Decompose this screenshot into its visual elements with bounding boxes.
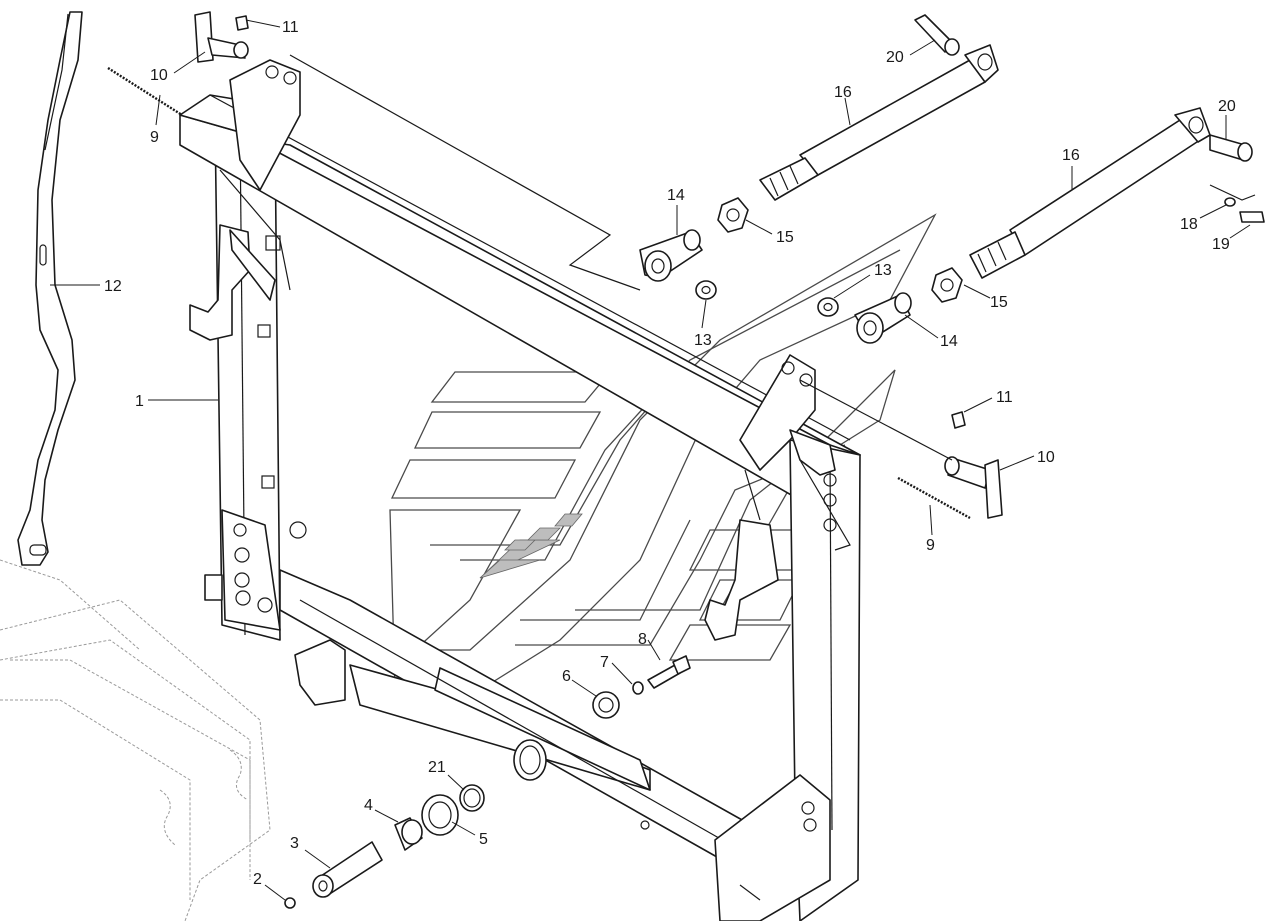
washer-part-18: [1224, 197, 1236, 207]
callout-19: 19: [1212, 236, 1230, 253]
bent-arm-part-12: [17, 11, 83, 566]
washer-part-13-upper: [695, 280, 717, 300]
callout-11: 11: [996, 389, 1013, 406]
callout-16: 16: [834, 84, 852, 101]
bushing-part-6: [592, 691, 620, 719]
callout-2: 2: [253, 871, 262, 888]
washer-part-7: [632, 681, 644, 695]
callout-9: 9: [926, 537, 935, 554]
callout-1: 1: [135, 393, 144, 410]
nut-part-15-upper: [717, 197, 749, 233]
rod-end-part-14-lower: [854, 292, 912, 344]
chain-part-9-right: [897, 476, 971, 520]
callout-labels: 11 10 9 12 1 20 16 14 15 13 20 16 18 19 …: [104, 19, 1236, 888]
washer-part-13-lower: [817, 297, 839, 317]
callout-14: 14: [940, 333, 958, 350]
callout-15: 15: [990, 294, 1008, 311]
ghost-loader-outline: [0, 559, 271, 921]
callout-9: 9: [150, 129, 159, 146]
chain-part-9-left: [107, 66, 183, 117]
bearing-part-5: [421, 794, 459, 836]
screw-part-2: [284, 897, 296, 909]
lower-link-part-16: [969, 107, 1253, 279]
reference-outline: [289, 54, 641, 291]
bolt-part-19: [1209, 184, 1265, 223]
upper-link-part-16: [759, 14, 999, 201]
main-frame-part-1: [179, 59, 861, 921]
callout-15: 15: [776, 229, 794, 246]
nut-part-15-lower: [931, 267, 963, 303]
callout-13: 13: [874, 262, 892, 279]
callout-16: 16: [1062, 147, 1080, 164]
leader-lines: [50, 19, 1251, 901]
callout-13: 13: [694, 332, 712, 349]
bolt-part-8: [647, 655, 691, 689]
sleeve-part-4: [394, 817, 423, 851]
callout-7: 7: [600, 654, 609, 671]
callout-6: 6: [562, 668, 571, 685]
right-pin-assembly: [799, 379, 1003, 519]
callout-18: 18: [1180, 216, 1198, 233]
callout-4: 4: [364, 797, 373, 814]
callout-12: 12: [104, 278, 122, 295]
callout-21: 21: [428, 759, 446, 776]
callout-3: 3: [290, 835, 299, 852]
callout-20: 20: [886, 49, 904, 66]
pin-part-3: [312, 841, 383, 898]
callout-11: 11: [282, 19, 299, 36]
left-pin-assembly: [194, 11, 249, 63]
rod-end-part-14-upper: [639, 229, 703, 282]
callout-10: 10: [1037, 449, 1055, 466]
callout-14: 14: [667, 187, 685, 204]
callout-8: 8: [638, 631, 647, 648]
callout-5: 5: [479, 831, 488, 848]
callout-20: 20: [1218, 98, 1236, 115]
ring-part-21: [459, 784, 485, 812]
callout-10: 10: [150, 67, 168, 84]
